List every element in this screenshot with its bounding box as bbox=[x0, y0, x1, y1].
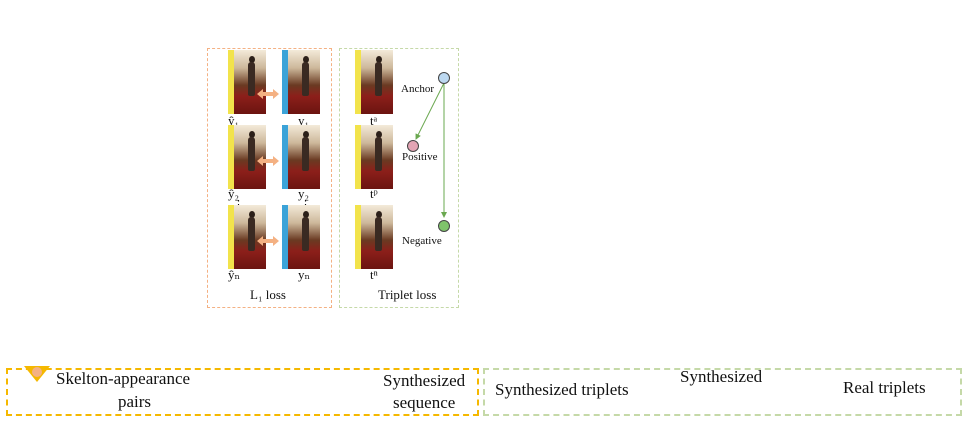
label-t-anchor: tᵃ bbox=[370, 113, 378, 128]
real-frame-2 bbox=[282, 125, 320, 189]
l1-comparison-arrow-2 bbox=[257, 156, 279, 166]
legend-item-synthesized-triplets: Synthesized triplets bbox=[495, 380, 629, 399]
label-y-hat-1: ŷ₁ bbox=[228, 113, 240, 128]
label-y-hat-n: ŷₙ bbox=[228, 267, 241, 282]
legend-item-synthesized-right: Synthesized bbox=[680, 367, 763, 386]
label-y-n: yₙ bbox=[298, 267, 311, 282]
triplet-loss-panel bbox=[339, 48, 459, 308]
label-t-negative: tⁿ bbox=[370, 267, 378, 282]
negative-node bbox=[438, 220, 450, 232]
anchor-label: Anchor bbox=[401, 83, 434, 95]
legend-item-skeleton-appearance: Skelton-appearance bbox=[56, 369, 191, 388]
generated-frame-2 bbox=[228, 125, 266, 189]
l1-loss-panel bbox=[207, 48, 332, 308]
triplet-anchor-frame bbox=[355, 50, 393, 114]
legend-item-synthesized: Synthesized bbox=[383, 371, 466, 390]
l1-comparison-arrow-n bbox=[257, 236, 279, 246]
triplet-negative-frame bbox=[355, 205, 393, 269]
negative-label: Negative bbox=[402, 235, 442, 247]
generated-frame-n bbox=[228, 205, 266, 269]
legend-item-real-triplets: Real triplets bbox=[843, 378, 926, 397]
real-frame-1 bbox=[282, 50, 320, 114]
real-frame-n bbox=[282, 205, 320, 269]
l1-comparison-arrow-1 bbox=[257, 89, 279, 99]
label-t-positive: tᵖ bbox=[370, 186, 378, 201]
label-y-2: y₂ bbox=[298, 186, 310, 201]
positive-label: Positive bbox=[402, 151, 438, 163]
anchor-node bbox=[438, 72, 450, 84]
legend-item-synthesized-line2: sequence bbox=[393, 393, 456, 412]
legend-item-skeleton-appearance-line2: pairs bbox=[118, 392, 152, 411]
embedding-arrows bbox=[415, 82, 447, 218]
triplet-loss-caption: Triplet loss bbox=[378, 287, 437, 302]
legend-marker-icon bbox=[24, 366, 50, 382]
legend-right-box bbox=[483, 368, 962, 416]
triplet-positive-frame bbox=[355, 125, 393, 189]
l1-loss-caption: L₁ loss bbox=[250, 287, 286, 302]
legend-left-box bbox=[6, 368, 479, 416]
positive-node bbox=[407, 140, 419, 152]
generated-frame-1 bbox=[228, 50, 266, 114]
label-y-hat-2: ŷ₂ bbox=[228, 186, 240, 201]
label-y-1: y₁ bbox=[298, 113, 310, 128]
